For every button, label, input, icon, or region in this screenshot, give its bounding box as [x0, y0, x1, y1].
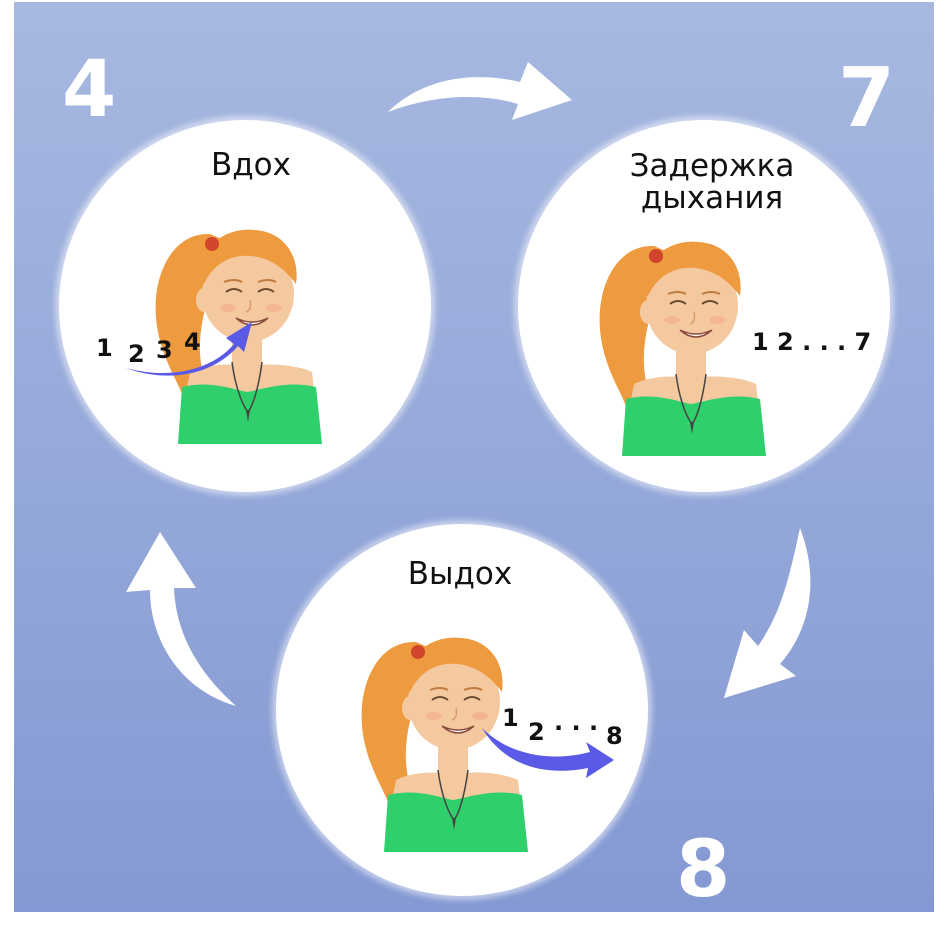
curved-arrow-up-icon — [126, 532, 236, 706]
step-2-number: 7 — [838, 51, 895, 146]
inhale-count-3: 3 — [156, 336, 173, 364]
exhale-count-8: 8 — [606, 722, 623, 750]
step-3-number: 8 — [676, 825, 730, 915]
hold-count: 1 2 . . . 7 — [752, 328, 871, 356]
step-2-title-line-2: дыхания — [641, 180, 783, 216]
inhale-count-2: 2 — [128, 340, 145, 368]
step-1-title: Вдох — [211, 147, 291, 183]
step-2-hold-panel: Задержка дыхания 1 2 . . . 7 — [514, 116, 894, 496]
exhale-count-2: 2 — [528, 718, 545, 746]
curved-arrow-down-left-icon — [724, 528, 811, 698]
step-2-title-line-1: Задержка — [630, 148, 795, 184]
exhale-arrow-icon — [482, 728, 614, 778]
step-1-inhale-panel: Вдох 1 2 3 4 — [55, 116, 435, 496]
step-3-exhale-panel: Выдох 1 2 · · · 8 — [272, 520, 652, 900]
exhale-count-1: 1 — [502, 704, 519, 732]
exhale-count-dots: · · · — [554, 714, 598, 742]
step-1-number: 4 — [62, 45, 116, 135]
curved-arrow-right-icon — [388, 62, 572, 120]
inhale-count-1: 1 — [96, 334, 113, 362]
inhale-count-4: 4 — [184, 328, 201, 356]
step-3-title: Выдох — [408, 556, 513, 592]
